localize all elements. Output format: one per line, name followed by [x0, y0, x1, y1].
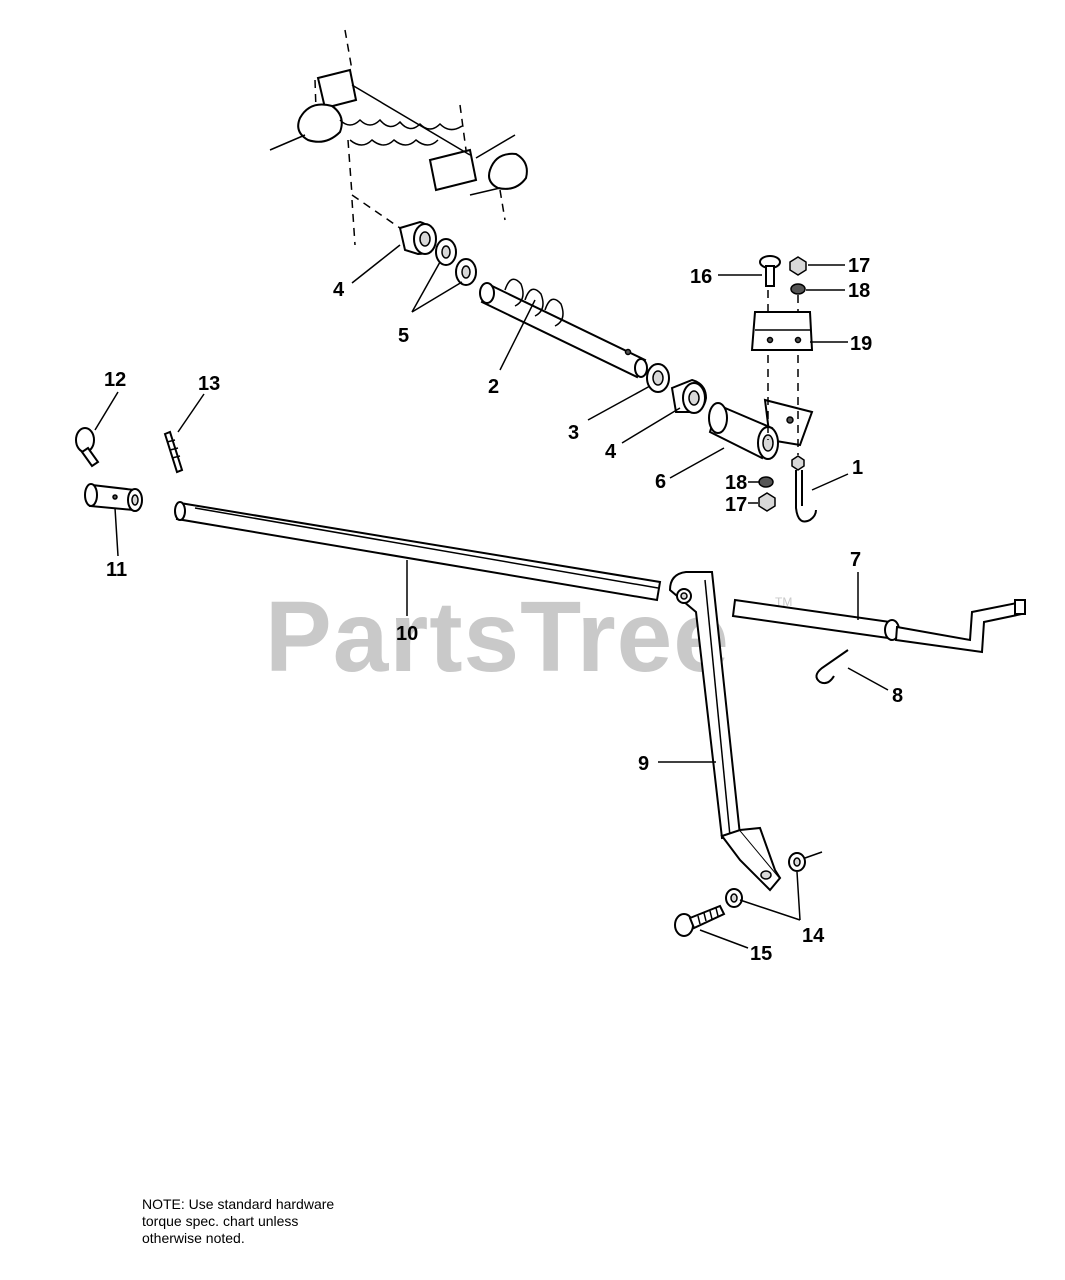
part-17-nut-upper: [789, 256, 807, 276]
callout-18-upper: 18: [848, 280, 870, 302]
part-5-washers: [435, 238, 477, 286]
callout-10: 10: [396, 623, 418, 645]
callout-18-lower: 18: [725, 472, 747, 494]
callout-17-upper: 17: [848, 255, 870, 277]
callout-17-lower: 17: [725, 494, 747, 516]
part-3-washer: [646, 363, 670, 393]
part-7-rod: [731, 598, 1026, 654]
part-4-bushing-lower: [670, 378, 708, 414]
callout-6: 6: [655, 471, 666, 493]
callout-4-upper: 4: [333, 279, 345, 301]
part-12-clip: [75, 427, 100, 468]
part-9-pedal-arm: [668, 571, 782, 892]
part-10-rod: [174, 501, 662, 602]
callout-4-lower: 4: [605, 441, 617, 463]
callout-numbers: 1 2 3 4 4 5 6 7 8 9 10 11 12 13 14 15 16…: [104, 255, 903, 965]
callout-9: 9: [638, 753, 649, 775]
callout-14: 14: [802, 925, 825, 947]
part-16-carriage-bolt: [759, 255, 781, 287]
torque-note: NOTE: Use standard hardware torque spec.…: [142, 1196, 334, 1247]
part-13-roll-pin: [163, 430, 184, 474]
note-line-3: otherwise noted.: [142, 1230, 245, 1246]
part-18-lockwasher-lower: [758, 476, 774, 488]
callout-5: 5: [398, 325, 409, 347]
note-line-1: NOTE: Use standard hardware: [142, 1196, 335, 1212]
part-19-clamp: [750, 290, 814, 455]
callout-13: 13: [198, 373, 220, 395]
callout-19: 19: [850, 333, 872, 355]
note-line-2: torque spec. chart unless: [142, 1213, 299, 1229]
callout-7: 7: [850, 549, 861, 571]
part-8-hairpin: [815, 649, 849, 685]
part-18-lockwasher-upper: [790, 283, 806, 295]
callout-3: 3: [568, 422, 579, 444]
part-1-j-bolt: [791, 455, 817, 523]
part-15-bolt: [674, 904, 726, 937]
part-6-pivot-tube: [708, 398, 814, 460]
callout-8: 8: [892, 685, 903, 707]
callout-1: 1: [852, 457, 863, 479]
callout-2: 2: [488, 376, 499, 398]
part-4-bushing-upper: [398, 220, 437, 256]
leader-lines: [94, 244, 889, 949]
frame-bracket-assembly: [269, 29, 528, 246]
part-17-nut-lower: [758, 492, 776, 512]
callout-12: 12: [104, 369, 126, 391]
part-2-shaft: [479, 278, 648, 379]
part-11-coupler: [84, 483, 143, 512]
callout-15: 15: [750, 943, 772, 965]
callout-11: 11: [106, 559, 127, 581]
callout-16: 16: [690, 266, 712, 288]
part-14-washers: [725, 851, 823, 908]
